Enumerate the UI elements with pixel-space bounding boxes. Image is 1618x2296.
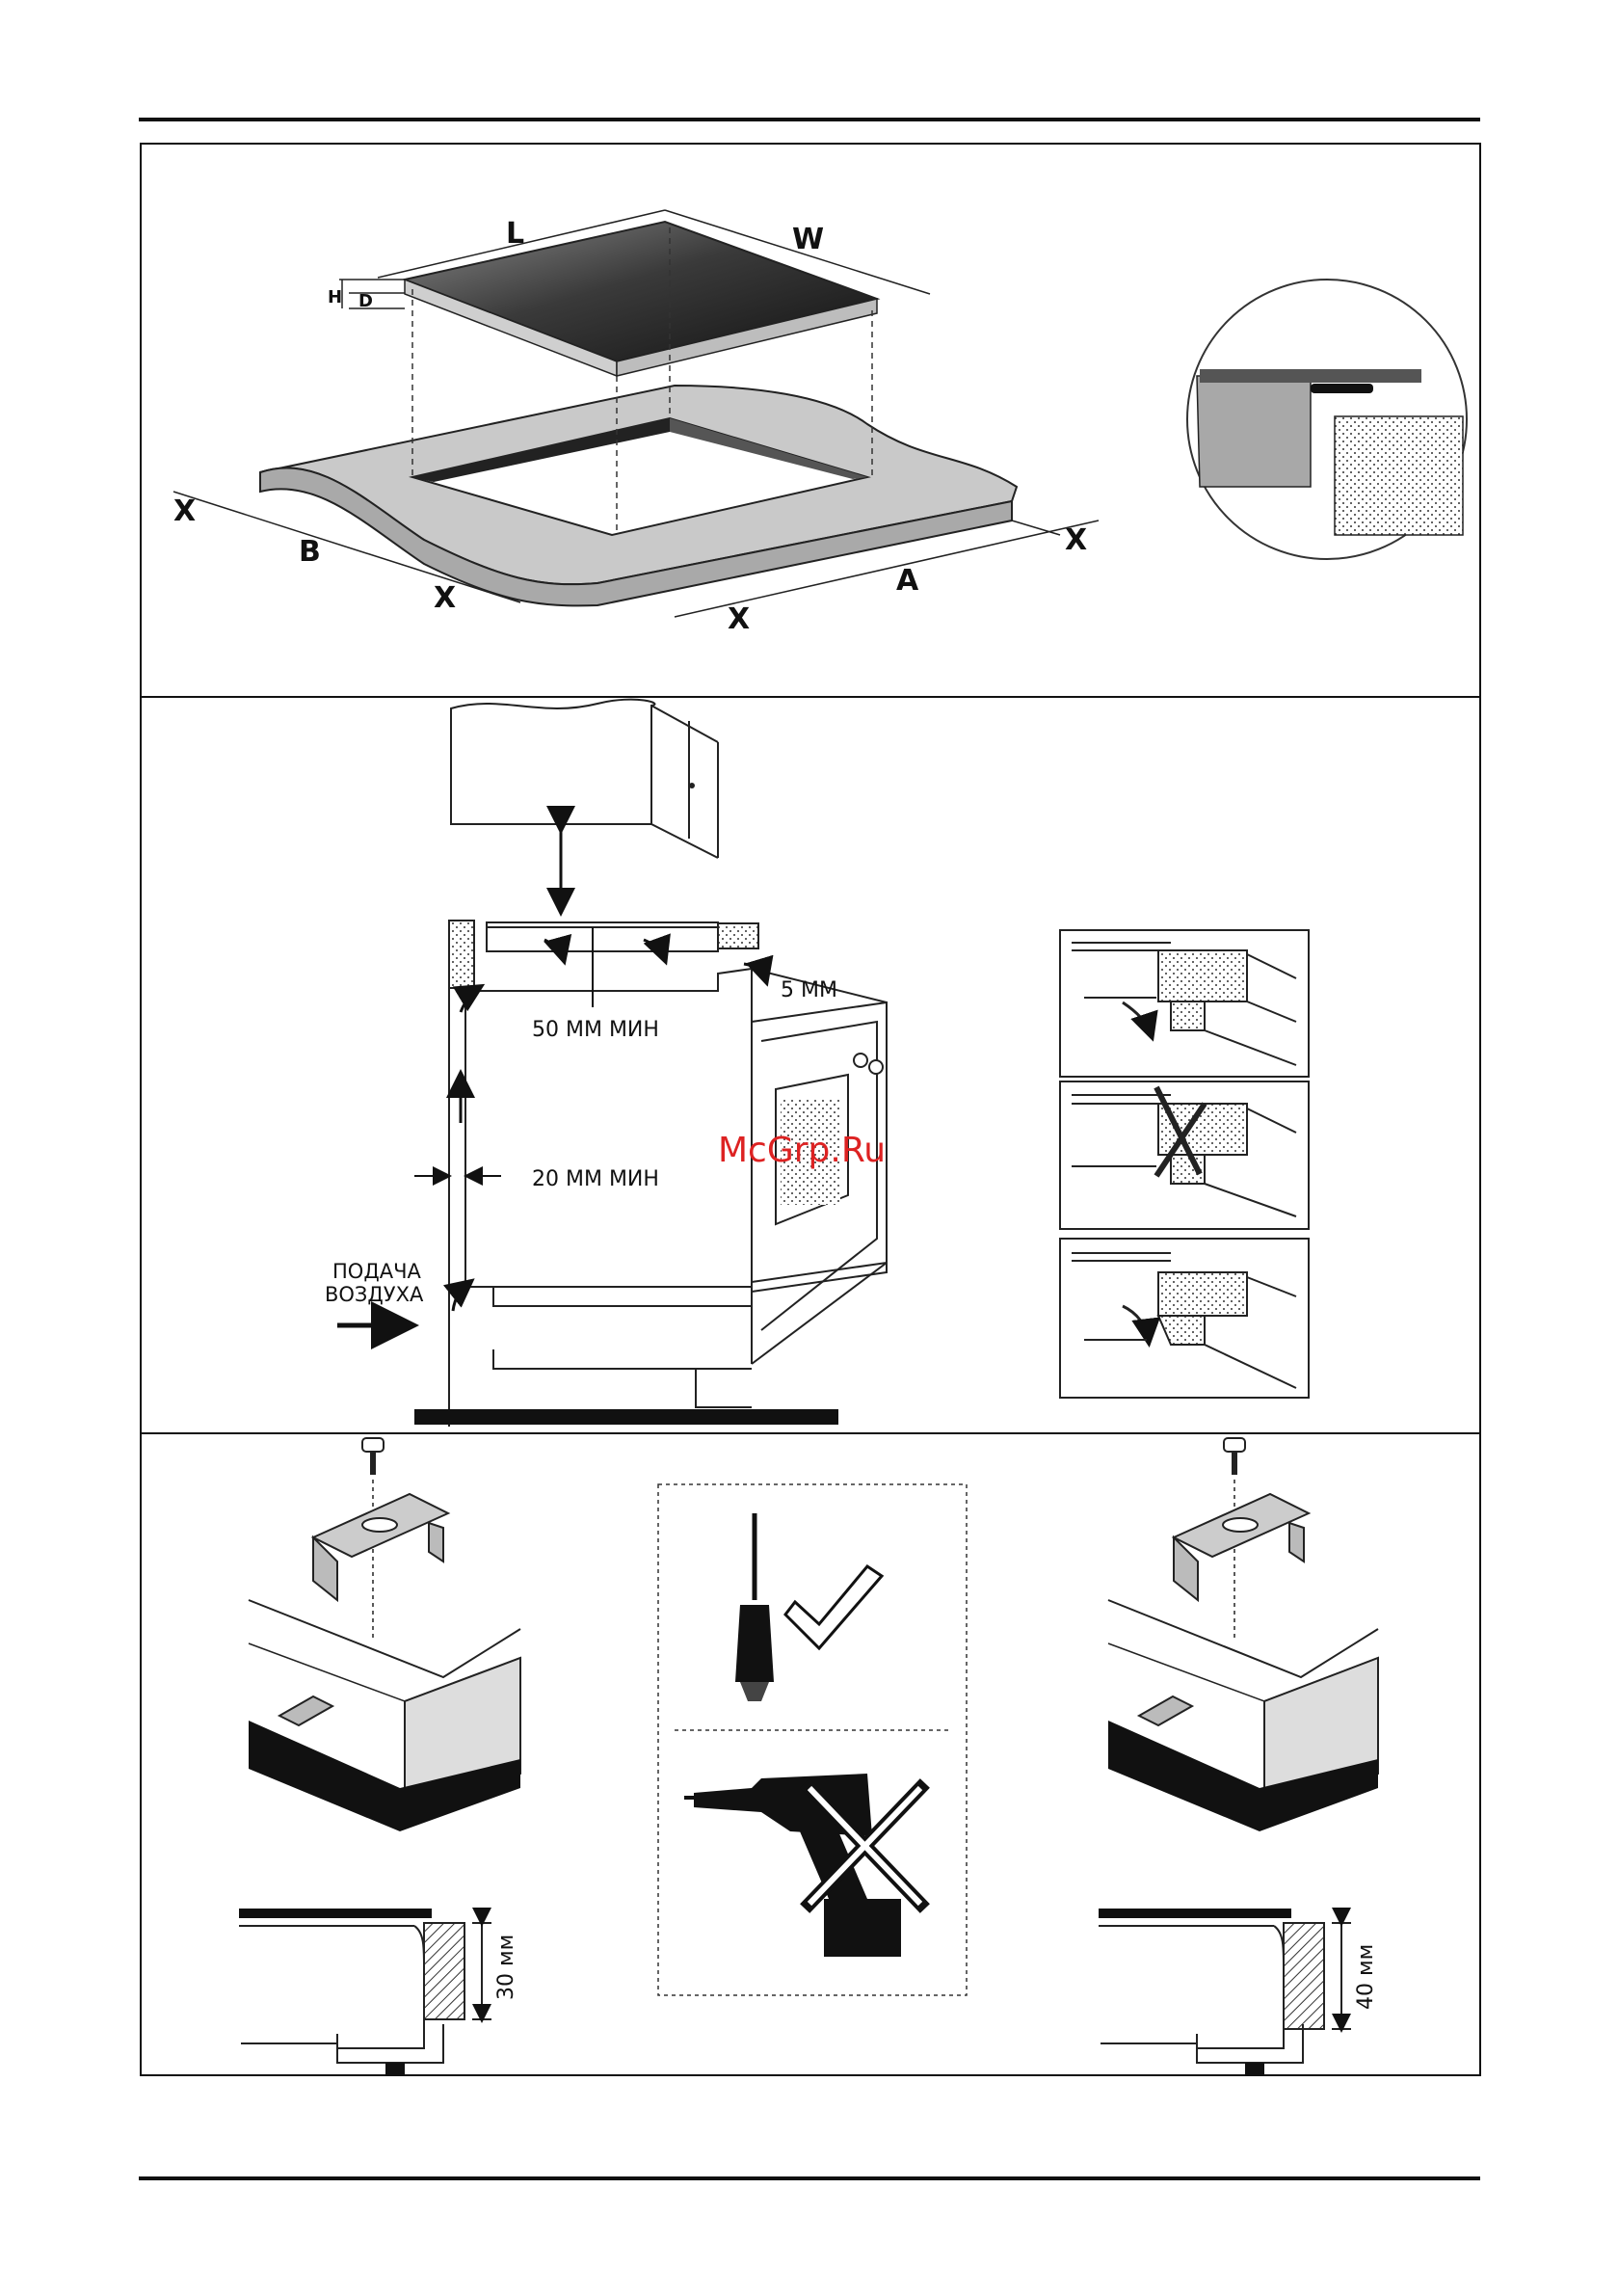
label-thickness-30: 30 мм	[494, 1935, 518, 2000]
dim-label-width: W	[792, 223, 824, 256]
wall-cabinet	[451, 700, 718, 858]
label-gap-5: 5 ММ	[781, 978, 837, 1002]
oven-knob-2	[869, 1060, 883, 1074]
label-air-supply-line2: ВОЗДУХА	[325, 1283, 424, 1306]
dim-label-depth: D	[358, 291, 373, 311]
dim-label-x-left: X	[173, 494, 196, 528]
detail-circle	[1187, 280, 1467, 559]
watermark: McGrp.Ru	[718, 1131, 886, 1170]
label-thickness-40: 40 мм	[1354, 1944, 1378, 2010]
floor-plinth	[414, 1409, 838, 1425]
mounting-left	[249, 1438, 520, 1831]
dim-label-cutout-b: B	[299, 535, 321, 569]
edge-detail-2	[1060, 1081, 1309, 1229]
oven-knob-1	[854, 1054, 867, 1067]
edge-detail-1	[1060, 930, 1309, 1077]
dim-label-x-front-right: X	[728, 602, 750, 636]
dim-label-x-front-left: X	[434, 581, 456, 615]
tool-comparison-box	[658, 1484, 967, 1995]
cross-section-right	[1099, 1909, 1351, 2074]
check-icon	[785, 1566, 882, 1648]
mounting-right	[1108, 1438, 1378, 1831]
label-air-supply-line1: ПОДАЧА	[332, 1260, 421, 1283]
drill-icon	[684, 1774, 901, 1957]
dim-label-cutout-a: A	[896, 564, 919, 598]
dim-label-length: L	[506, 217, 524, 251]
label-gap-50: 50 ММ МИН	[532, 1018, 659, 1042]
screwdriver-icon	[735, 1513, 774, 1701]
edge-detail-3	[1060, 1239, 1309, 1398]
label-gap-20: 20 ММ МИН	[532, 1167, 659, 1191]
cross-section-left	[239, 1909, 491, 2074]
dim-label-x-right: X	[1065, 523, 1087, 557]
dim-label-height: H	[328, 287, 342, 307]
